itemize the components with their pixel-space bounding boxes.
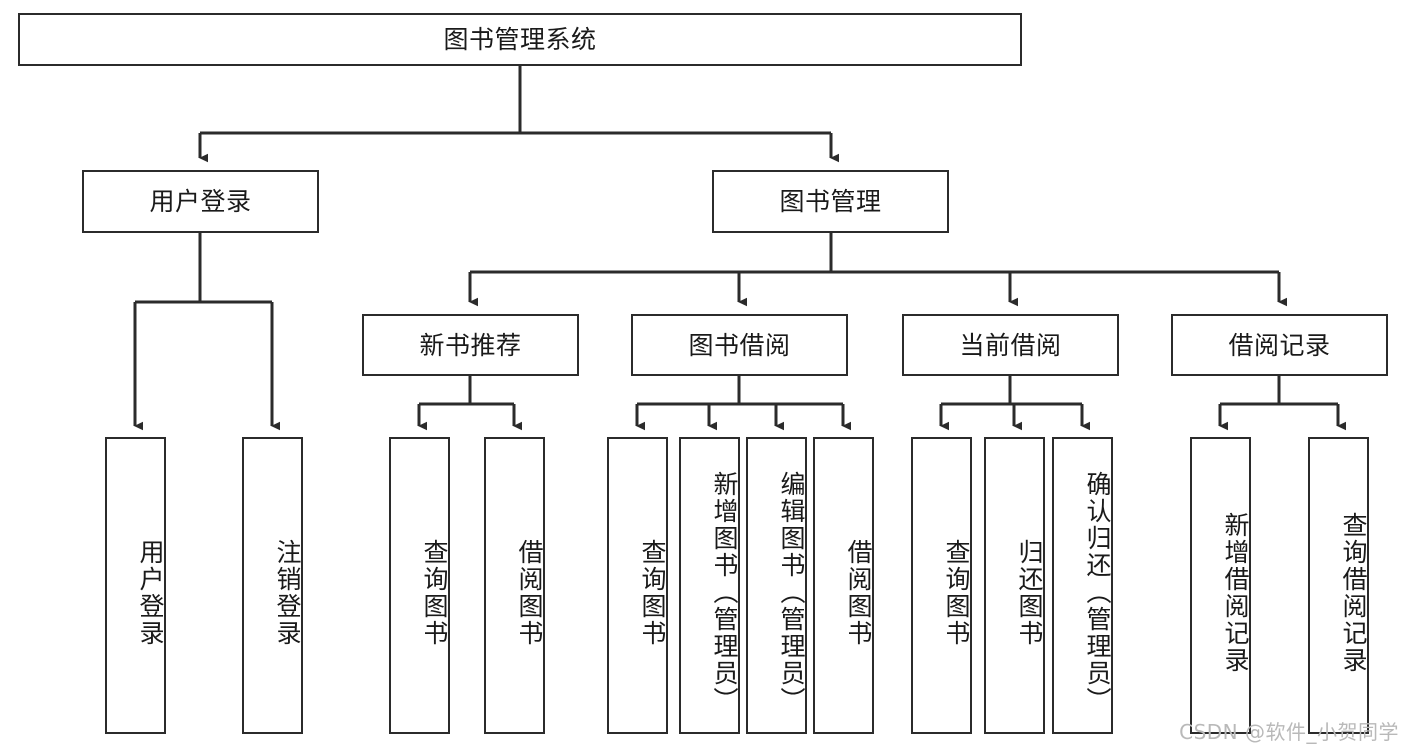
- node-leaf-add-book-admin[interactable]: 新增图书（管理员）: [679, 437, 740, 734]
- node-user-login-label: 用户登录: [149, 187, 252, 216]
- node-root-label: 图书管理系统: [443, 25, 597, 54]
- node-leaf-add-borrow-record[interactable]: 新增借阅记录: [1190, 437, 1251, 734]
- node-leaf-query-borrow-record[interactable]: 查询借阅记录: [1308, 437, 1369, 734]
- node-book-manage-label: 图书管理: [779, 187, 882, 216]
- node-borrow-record-label: 借阅记录: [1228, 330, 1331, 360]
- node-leaf-query-book-1[interactable]: 查询图书: [389, 437, 450, 734]
- node-leaf-borrow-book-1-label: 借阅图书: [515, 538, 544, 647]
- node-leaf-user-login-label: 用户登录: [136, 538, 165, 647]
- node-leaf-edit-book-admin-label: 编辑图书（管理员）: [777, 471, 806, 714]
- node-borrow-record[interactable]: 借阅记录: [1171, 314, 1388, 376]
- node-leaf-query-book-3[interactable]: 查询图书: [911, 437, 972, 734]
- node-leaf-confirm-return-admin[interactable]: 确认归还（管理员）: [1052, 437, 1113, 734]
- node-leaf-logout-login[interactable]: 注销登录: [242, 437, 303, 734]
- node-book-borrow[interactable]: 图书借阅: [631, 314, 848, 376]
- node-user-login[interactable]: 用户登录: [82, 170, 319, 233]
- node-leaf-add-book-admin-label: 新增图书（管理员）: [710, 471, 739, 714]
- node-book-manage[interactable]: 图书管理: [712, 170, 949, 233]
- node-leaf-query-book-2[interactable]: 查询图书: [607, 437, 668, 734]
- node-new-book-recommend-label: 新书推荐: [419, 330, 522, 360]
- node-leaf-return-book[interactable]: 归还图书: [984, 437, 1045, 734]
- watermark: CSDN @软件_小贺同学: [1179, 720, 1399, 744]
- node-leaf-add-borrow-record-label: 新增借阅记录: [1221, 511, 1250, 674]
- node-root[interactable]: 图书管理系统: [18, 13, 1022, 66]
- node-leaf-query-borrow-record-label: 查询借阅记录: [1339, 511, 1368, 674]
- node-leaf-edit-book-admin[interactable]: 编辑图书（管理员）: [746, 437, 807, 734]
- node-leaf-borrow-book-2[interactable]: 借阅图书: [813, 437, 874, 734]
- node-leaf-borrow-book-1[interactable]: 借阅图书: [484, 437, 545, 734]
- node-leaf-logout-login-label: 注销登录: [273, 538, 302, 647]
- node-leaf-confirm-return-admin-label: 确认归还（管理员）: [1083, 471, 1112, 714]
- node-leaf-user-login[interactable]: 用户登录: [105, 437, 166, 734]
- node-current-borrow[interactable]: 当前借阅: [902, 314, 1119, 376]
- node-leaf-borrow-book-2-label: 借阅图书: [844, 538, 873, 647]
- node-current-borrow-label: 当前借阅: [959, 330, 1062, 360]
- node-book-borrow-label: 图书借阅: [688, 330, 791, 360]
- node-leaf-query-book-3-label: 查询图书: [942, 538, 971, 647]
- node-leaf-return-book-label: 归还图书: [1015, 538, 1044, 647]
- node-leaf-query-book-2-label: 查询图书: [638, 538, 667, 647]
- node-leaf-query-book-1-label: 查询图书: [420, 538, 449, 647]
- node-new-book-recommend[interactable]: 新书推荐: [362, 314, 579, 376]
